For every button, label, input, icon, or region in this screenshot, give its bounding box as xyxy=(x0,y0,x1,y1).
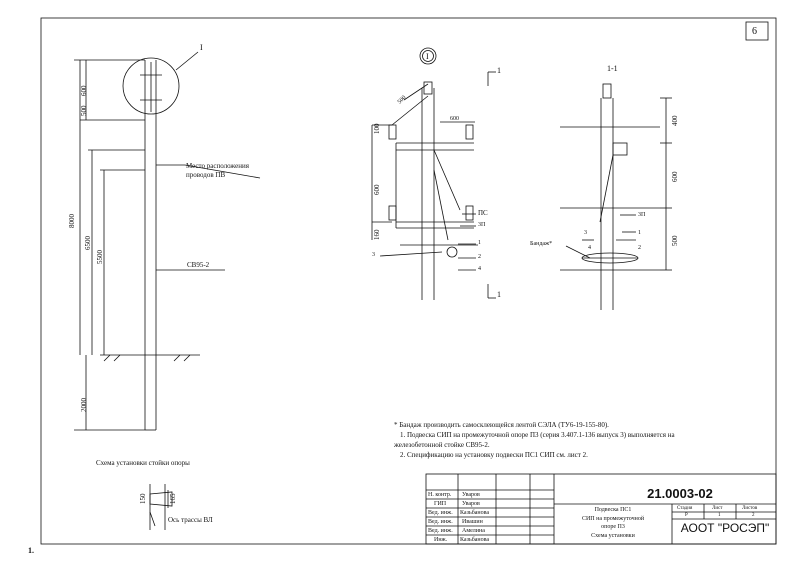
title-line-4: Схема установки xyxy=(591,532,635,539)
section-view-label: 1-1 xyxy=(607,64,618,73)
left-dim-500: 500 xyxy=(80,105,88,117)
right-section-view xyxy=(560,83,672,310)
sig-name-2: Казьбанова xyxy=(460,510,490,516)
right-label-2: 2 xyxy=(638,245,641,251)
sig-role-2: Вед. инж. xyxy=(428,510,453,516)
stage-value: Р xyxy=(685,513,688,518)
sheet-number-box xyxy=(745,21,769,41)
right-dim-500: 500 xyxy=(671,235,679,247)
sig-name-0: Уваров xyxy=(462,492,480,498)
center-dim-600-v: 600 xyxy=(373,184,381,196)
sheet-frame xyxy=(40,17,777,545)
center-pole-view xyxy=(371,47,496,300)
sig-role-4: Вед. инж. xyxy=(428,528,453,534)
sig-name-1: Уваров xyxy=(462,501,480,507)
detail-circle-left xyxy=(122,57,180,115)
title-block-frame xyxy=(425,473,777,545)
install-dim-165: 165 xyxy=(169,493,177,505)
sheet-number: 6 xyxy=(752,26,757,37)
install-axis-label: Ось трассы ВЛ xyxy=(168,516,213,524)
document-number: 21.0003-02 xyxy=(647,486,713,501)
right-label-3: 3 xyxy=(584,230,587,236)
sig-name-5: Казьбанова xyxy=(460,537,490,543)
notes-block: * Бандаж производить самосклеющейся лент… xyxy=(394,420,764,460)
sig-name-3: Ивашин xyxy=(462,519,483,525)
center-dim-600-h: 600 xyxy=(450,116,459,122)
sig-name-4: Амелина xyxy=(462,528,485,534)
section-mark-bottom: 1 xyxy=(497,290,501,299)
center-label-3p: 3П xyxy=(478,222,486,228)
label-wires-line1: Место расположения xyxy=(186,162,249,170)
document-title: Подвеска ПС1 СИП на промежуточной опоре … xyxy=(555,506,671,540)
right-dim-600: 600 xyxy=(671,171,679,183)
callout-left: I xyxy=(200,43,203,52)
sig-role-5: Инж. xyxy=(434,537,448,543)
sheets-header: Листов xyxy=(742,506,758,511)
sig-role-1: ГИП xyxy=(434,501,447,507)
sig-role-3: Вед. инж. xyxy=(428,519,453,525)
sig-role-0: Н. контр. xyxy=(428,492,452,498)
note-1-line1: 1. Подвеска СИП на промежуточной опоре П… xyxy=(400,431,675,439)
title-line-1: Подвеска ПС1 xyxy=(594,507,632,513)
left-dim-8000: 8000 xyxy=(68,214,76,228)
sheet-header: Лист xyxy=(712,506,723,511)
right-label-4: 4 xyxy=(588,245,591,251)
left-dim-600: 600 xyxy=(80,85,88,97)
right-label-3p: 3П xyxy=(638,212,646,218)
left-pole-view xyxy=(74,51,261,431)
right-label-bandage: Бандаж* xyxy=(530,241,553,247)
organization: АООТ "РОСЭП" xyxy=(680,521,770,535)
sheet-value: 1 xyxy=(718,513,721,518)
center-label-3: 3 xyxy=(372,252,375,258)
note-asterisk: * Бандаж производить самосклеющейся лент… xyxy=(394,421,609,429)
detail-circle-center xyxy=(419,47,437,65)
install-scheme xyxy=(149,484,173,530)
section-mark-top: 1 xyxy=(497,66,501,75)
right-label-1: 1 xyxy=(638,230,641,236)
label-post: СВ95-2 xyxy=(187,261,210,269)
center-label-1: 1 xyxy=(478,240,481,246)
callout-center: I xyxy=(426,52,429,61)
right-dim-400: 400 xyxy=(671,115,679,127)
note-1-line2: железобетонной стойке СВ95-2. xyxy=(394,441,490,449)
center-dim-100: 100 xyxy=(373,123,381,135)
stage-header: Стадия xyxy=(677,506,693,511)
install-dim-150: 150 xyxy=(139,493,147,505)
center-label-ps: ПС xyxy=(478,209,488,217)
sheets-value: 2 xyxy=(752,513,755,518)
center-dim-160: 160 xyxy=(373,229,381,241)
label-wires-line2: проводов ПВ xyxy=(186,171,226,179)
corner-mark: 1. xyxy=(28,546,34,555)
center-label-2: 2 xyxy=(478,254,481,260)
left-dim-2000: 2000 xyxy=(80,398,88,412)
left-dim-5500: 5500 xyxy=(96,250,104,264)
install-scheme-title: Схема установки стойки опоры xyxy=(96,459,190,467)
center-label-4: 4 xyxy=(478,266,481,272)
title-line-2: СИП на промежуточной xyxy=(581,515,645,522)
left-dim-6500: 6500 xyxy=(84,236,92,250)
title-line-3: опоре П3 xyxy=(601,524,625,530)
note-2: 2. Спецификацию на установку подвески ПС… xyxy=(400,451,588,459)
